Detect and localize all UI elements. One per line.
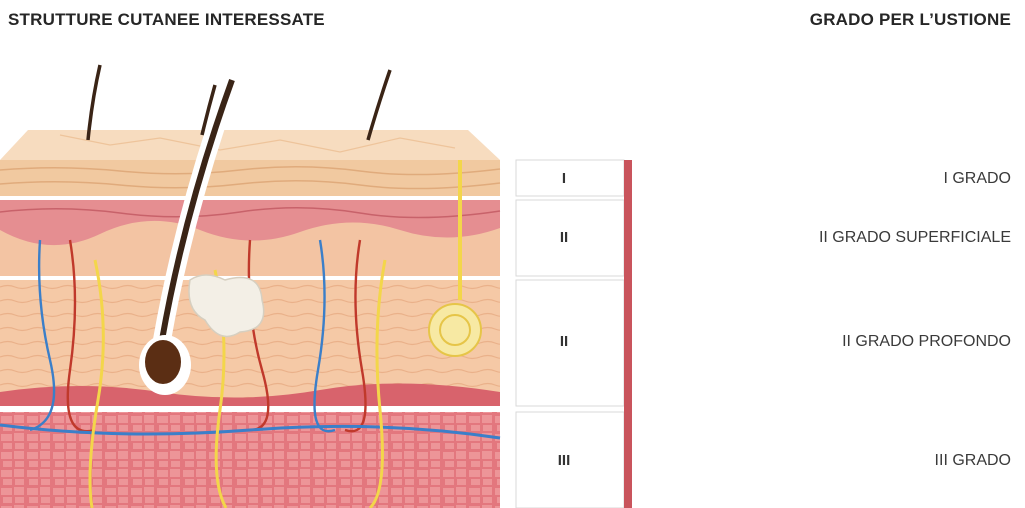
skin-surface: [0, 130, 500, 160]
grade-third-degree: III GRADO: [935, 452, 1011, 470]
band-label-1: I: [516, 170, 612, 187]
grade-first-degree: I GRADO: [943, 170, 1011, 188]
band-label-3: II: [516, 333, 612, 350]
depth-accent-bar: [624, 160, 632, 508]
band-label-2: II: [516, 229, 612, 246]
grade-second-degree-superficial: II GRADO SUPERFICIALE: [819, 229, 1011, 247]
epidermis-layer: [0, 160, 500, 196]
grade-second-degree-deep: II GRADO PROFONDO: [842, 333, 1011, 351]
band-label-4: III: [516, 452, 612, 469]
